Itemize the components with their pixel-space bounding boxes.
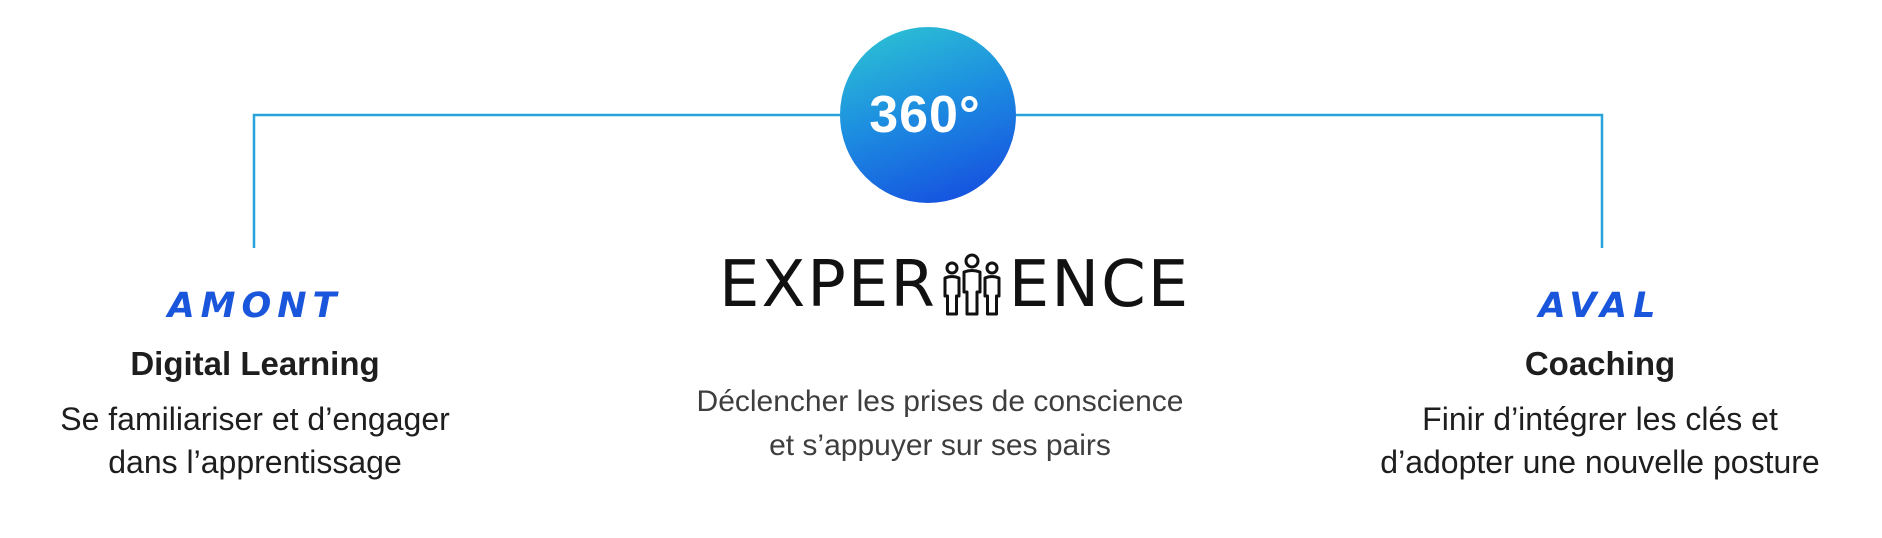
connector-right	[1016, 113, 1604, 248]
badge-label: 360°	[869, 86, 981, 144]
experience-logo: EXPER ENCE	[719, 250, 1190, 320]
three-people-icon	[943, 253, 1001, 316]
aval-description: Finir d’intégrer les clés et d’adopter u…	[1345, 398, 1855, 484]
badge-360: 360°	[840, 27, 1016, 203]
aval-heading: AVAL	[1538, 286, 1662, 326]
logo-text-start: EXPER	[719, 248, 937, 322]
aval-subtitle: Coaching	[1524, 345, 1676, 382]
experience-description-line: Déclencher les prises de conscience	[696, 385, 1184, 418]
amont-column: AMONT Digital Learning Se familiariser e…	[0, 282, 510, 484]
amont-description-line: dans l’apprentissage	[108, 444, 402, 480]
amont-description-line: Se familiariser et d’engager	[60, 401, 450, 437]
aval-column: AVAL Coaching Finir d’intégrer les clés …	[1345, 282, 1855, 484]
connector-left	[252, 113, 840, 248]
experience-description-line: et s’appuyer sur ses pairs	[769, 429, 1111, 462]
aval-description-line: Finir d’intégrer les clés et	[1422, 401, 1778, 437]
aval-description-line: d’adopter une nouvelle posture	[1380, 444, 1820, 480]
amont-description: Se familiariser et d’engager dans l’appr…	[0, 398, 510, 484]
amont-subtitle: Digital Learning	[130, 345, 380, 382]
experience-column: Déclencher les prises de conscience et s…	[630, 380, 1250, 468]
logo-text-end: ENCE	[1008, 248, 1191, 322]
amont-heading: AMONT	[167, 286, 343, 326]
experience-description: Déclencher les prises de conscience et s…	[630, 380, 1250, 468]
